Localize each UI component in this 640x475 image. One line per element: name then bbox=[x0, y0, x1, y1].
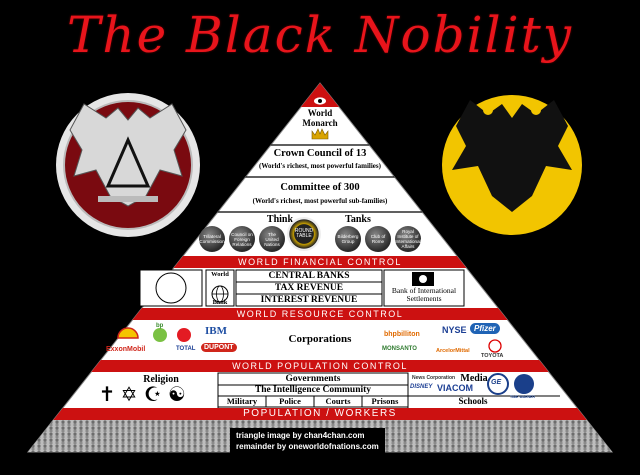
star-of-david-icon: ✡ bbox=[120, 382, 138, 406]
crown-icon bbox=[311, 128, 329, 140]
nyse-logo-text: NYSE bbox=[442, 325, 467, 335]
yin-yang-icon: ☯ bbox=[168, 382, 186, 406]
corporations-label: Corporations bbox=[288, 333, 352, 345]
page-title: The Black Nobility bbox=[67, 6, 573, 64]
total-logo bbox=[177, 328, 191, 342]
shell-logo bbox=[117, 327, 139, 339]
double-headed-eagle-seal-right bbox=[442, 95, 582, 235]
world-monarch-label: World Monarch bbox=[302, 108, 338, 128]
ibm-logo-text: IBM bbox=[205, 325, 227, 337]
tanks-label: Tanks bbox=[345, 214, 371, 225]
time-warner-logo bbox=[514, 374, 534, 394]
central-banks-label: CENTRAL BANKS bbox=[268, 271, 350, 281]
time-warner-logo-text: TIME WARNER bbox=[510, 395, 535, 399]
band-population-workers bbox=[28, 408, 612, 420]
think-tank-cfr: Council on Foreign Relations bbox=[229, 226, 255, 252]
schools-label: Schools bbox=[458, 396, 488, 406]
monsanto-logo-text: MONSANTO bbox=[382, 346, 417, 352]
image-credits: triangle image by chan4chan.com remainde… bbox=[230, 428, 385, 454]
world-bank-label: World bbox=[211, 271, 229, 278]
committee-300-title: Committee of 300 bbox=[280, 182, 360, 193]
viacom-logo-text: VIACOM bbox=[437, 383, 473, 393]
ge-logo bbox=[487, 373, 509, 395]
arcelormittal-logo-text: ArcelorMittal bbox=[436, 348, 470, 354]
media-label: Media bbox=[460, 373, 488, 384]
world-bank-label-bottom: Bank bbox=[212, 299, 228, 306]
think-label: Think bbox=[266, 214, 294, 225]
double-headed-eagle-seal-left bbox=[56, 93, 200, 237]
band-population-workers-label: POPULATION / WORKERS bbox=[243, 408, 397, 419]
religion-label: Religion bbox=[143, 374, 179, 385]
dupont-logo-text: DUPONT bbox=[201, 343, 237, 352]
prisons-cell: Prisons bbox=[371, 396, 399, 406]
think-tank-un: The United Nations bbox=[259, 226, 285, 252]
band-financial-control-label: WORLD FINANCIAL CONTROL bbox=[238, 257, 402, 267]
think-tank-riia: Royal Institute of International Affairs bbox=[395, 226, 421, 252]
total-logo-text: TOTAL bbox=[176, 346, 196, 352]
imf-logo bbox=[155, 272, 187, 304]
news-corporation-logo-text: News Corporation bbox=[412, 375, 456, 381]
crescent-star-icon: ☪ bbox=[144, 382, 162, 406]
police-cell: Police bbox=[279, 396, 301, 406]
think-tank-trilateral: Trilateral Commission bbox=[199, 226, 225, 252]
exxonmobil-logo-text: ExxonMobil bbox=[106, 346, 146, 353]
courts-cell: Courts bbox=[325, 396, 351, 406]
bhpbilliton-logo-text: bhpbilliton bbox=[384, 331, 420, 338]
toyota-logo bbox=[488, 339, 502, 353]
think-tank-bilderberg: Bilderberg Group bbox=[335, 226, 361, 252]
intelligence-community-label: The Intelligence Community bbox=[254, 385, 372, 395]
military-cell: Military bbox=[226, 396, 258, 406]
band-resource-control bbox=[28, 308, 612, 320]
think-tank-round-table: ROUND TABLE bbox=[287, 217, 321, 251]
pfizer-logo-text: Pfizer bbox=[470, 323, 500, 334]
toyota-logo-text: TOYOTA bbox=[481, 353, 504, 359]
interest-revenue-label: INTEREST REVENUE bbox=[260, 295, 358, 305]
bp-logo-text: bp bbox=[156, 323, 164, 329]
band-resource-control-label: WORLD RESOURCE CONTROL bbox=[236, 309, 404, 319]
think-tank-club-of-rome: Club of Rome bbox=[365, 226, 391, 252]
bp-logo bbox=[153, 328, 167, 342]
bis-label: Bank of International Settlements bbox=[391, 286, 457, 303]
ge-logo-text: GE bbox=[491, 379, 502, 386]
committee-300-subtitle: (World's richest, most powerful sub-fami… bbox=[252, 197, 388, 205]
christian-cross-icon: ✝ bbox=[98, 382, 116, 406]
disney-logo-text: DISNEY bbox=[410, 384, 433, 390]
crown-council-title: Crown Council of 13 bbox=[273, 148, 367, 159]
governments-label: Governments bbox=[285, 374, 341, 384]
tax-revenue-label: TAX REVENUE bbox=[274, 283, 344, 293]
band-population-control bbox=[28, 360, 612, 372]
band-population-control-label: WORLD POPULATION CONTROL bbox=[232, 361, 408, 371]
crown-council-subtitle: (World's richest, most powerful families… bbox=[259, 162, 381, 170]
